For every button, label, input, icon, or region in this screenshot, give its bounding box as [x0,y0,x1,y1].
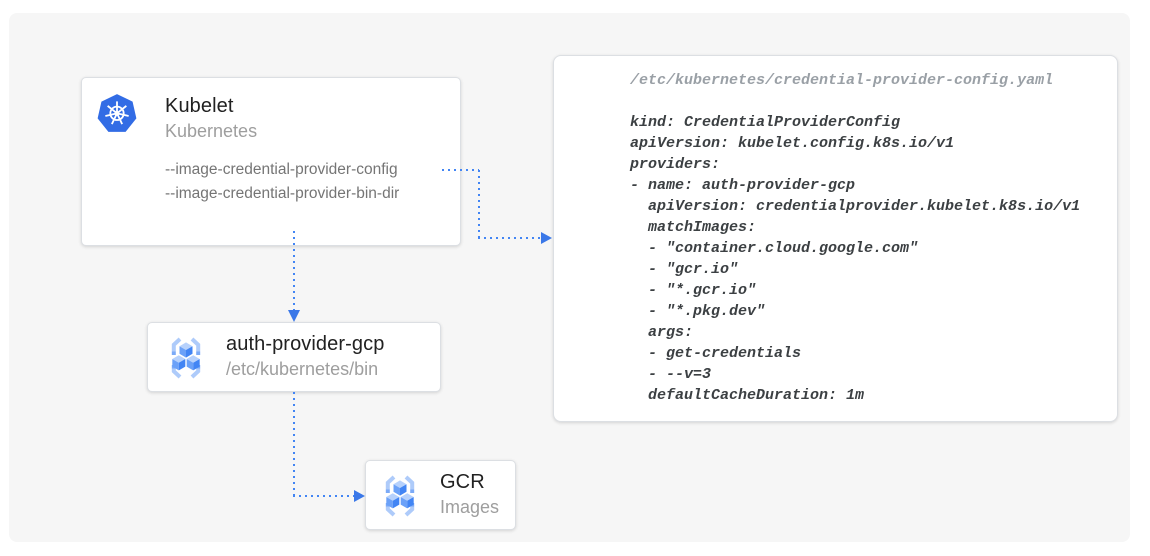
kubelet-node-subtitle: Kubernetes [165,121,258,141]
arrow-kubelet-to-auth-provider-arrowhead-icon [288,310,300,322]
gcr-node: GCR Images [365,460,516,530]
auth-provider-gcp-node: auth-provider-gcp /etc/kubernetes/bin [147,322,441,392]
gcr-node-subtitle: Images [440,497,500,517]
arrow-auth-provider-to-gcr-arrowhead-icon [354,490,365,502]
config-file-path: /etc/kubernetes/credential-provider-conf… [630,72,1054,89]
arrow-config-to-yaml-segment [478,237,541,239]
container-registry-icon [162,334,210,382]
flag-image-credential-provider-bin-dir: --image-credential-provider-bin-dir [165,185,400,202]
arrow-auth-provider-to-gcr-segment [293,392,295,496]
container-registry-icon [376,472,424,520]
auth-provider-gcp-title: auth-provider-gcp [226,333,385,355]
kubelet-node: Kubelet Kubernetes --image-credential-pr… [81,77,461,246]
flag-image-credential-provider-config: --image-credential-provider-config [165,161,398,178]
kubelet-node-title: Kubelet [165,95,234,117]
gcr-node-title: GCR [440,471,485,493]
arrow-auth-provider-to-gcr-segment [293,495,354,497]
auth-provider-gcp-path: /etc/kubernetes/bin [226,359,379,379]
arrow-config-to-yaml-segment [442,169,479,171]
credential-provider-config-card: /etc/kubernetes/credential-provider-conf… [553,55,1118,422]
arrow-config-to-yaml-arrowhead-icon [541,232,552,244]
kubernetes-helm-icon [96,93,138,135]
config-file-yaml-code: kind: CredentialProviderConfig apiVersio… [630,114,1081,404]
kubelet-flags: --image-credential-provider-config --ima… [165,158,399,206]
diagram-background-panel: Kubelet Kubernetes --image-credential-pr… [9,13,1130,542]
arrow-config-to-yaml-segment [478,170,480,238]
arrow-kubelet-to-auth-provider-segment [293,231,295,310]
